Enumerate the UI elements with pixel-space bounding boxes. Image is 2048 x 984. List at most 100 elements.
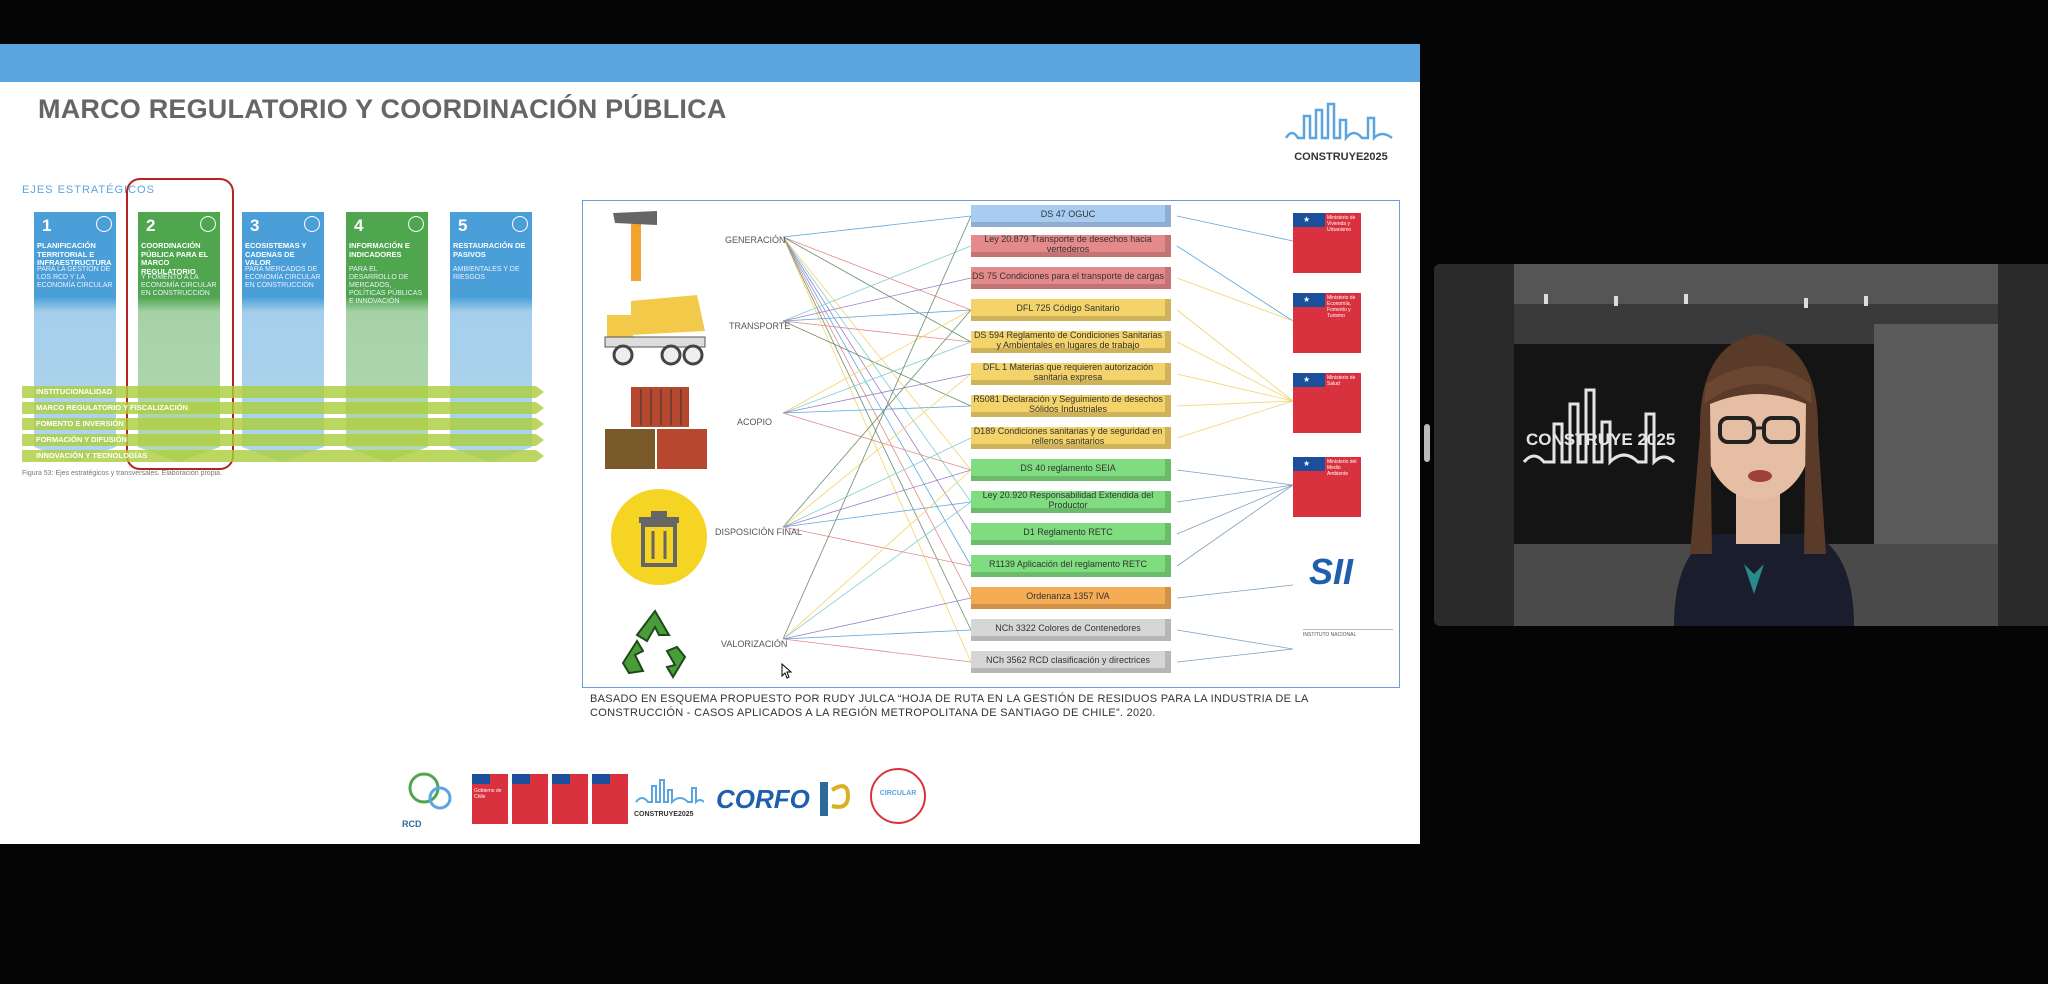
construye-logo-text: CONSTRUYE2025 <box>1294 151 1388 163</box>
pillar-description: PARA LA GESTIÓN DE LOS RCD Y LA ECONOMÍA… <box>37 266 113 289</box>
pillar-number: 4 <box>354 216 364 235</box>
transversal-band: MARCO REGULATORIO Y FISCALIZACIÓN <box>22 402 544 414</box>
recycle-icon <box>615 607 695 686</box>
institute-logo <box>814 776 854 824</box>
ministry-connection-line <box>1176 400 1294 407</box>
transversal-band: INNOVACIÓN Y TECNOLOGÍAS <box>22 450 544 462</box>
gobierno-text: Gobierno de Chile <box>474 788 502 800</box>
ministry-name: Ministerio de Vivienda y Urbanismo <box>1327 215 1356 233</box>
connection-line <box>782 236 972 311</box>
pillar-description: PARA EL DESARROLLO DE MERCADOS, POLÍTICA… <box>349 266 423 305</box>
panel-resize-handle[interactable] <box>1424 424 1430 462</box>
mouse-cursor <box>781 662 793 684</box>
connection-line <box>782 236 972 503</box>
connection-line <box>782 341 972 414</box>
regulation-box: R5081 Declaración y Seguimiento de desec… <box>971 394 1171 417</box>
connection-line <box>782 309 972 528</box>
ministry-connection-line <box>1176 309 1294 402</box>
slide-header-bar <box>0 44 1420 82</box>
connection-line <box>782 245 972 322</box>
connection-line <box>782 320 972 407</box>
pillar-icon <box>408 216 424 232</box>
construye-partner-text: CONSTRUYE2025 <box>634 811 694 818</box>
connection-line <box>782 320 972 343</box>
hammer-icon <box>607 207 663 288</box>
trash-icon <box>607 489 711 590</box>
circular-logo-text: CIRCULAR <box>879 790 917 797</box>
ministry-logo: ★Ministerio de Salud <box>1293 373 1361 433</box>
rcd-logo: RCD <box>402 770 458 829</box>
pillar-icon <box>304 216 320 232</box>
regulation-box: DFL 1 Materias que requieren autorizació… <box>971 362 1171 385</box>
container-icon <box>601 385 711 478</box>
gobierno-logos: Gobierno de Chile <box>472 774 628 824</box>
pillar-number: 1 <box>42 216 52 235</box>
connection-line <box>782 469 972 528</box>
regulation-box: DS 40 reglamento SEIA <box>971 459 1171 481</box>
connection-line <box>782 412 972 471</box>
ministry-connection-line <box>1176 648 1294 663</box>
pillar-title: COORDINACIÓN PÚBLICA PARA EL MARCO REGUL… <box>141 241 209 276</box>
regulation-box: DS 47 OGUC <box>971 205 1171 227</box>
truck-icon <box>601 293 711 372</box>
transversal-band: FOMENTO E INVERSIÓN <box>22 418 544 430</box>
pillar-title: ECOSISTEMAS Y CADENAS DE VALOR <box>245 241 307 267</box>
ejes-label: EJES ESTRATÉGICOS <box>22 184 155 196</box>
connection-line <box>782 236 972 343</box>
regulation-box: D1 Reglamento RETC <box>971 523 1171 545</box>
regulation-box: Ley 20.879 Transporte de desechos hacia … <box>971 234 1171 257</box>
figure-caption: Figura 53: Ejes estratégicos y transvers… <box>22 470 222 477</box>
connection-line <box>782 629 972 640</box>
ministry-name: Ministerio de Salud <box>1327 375 1356 387</box>
regulation-box: Ley 20.920 Responsabilidad Extendida del… <box>971 490 1171 513</box>
connection-line <box>782 437 972 528</box>
pillar-description: AMBIENTALES Y DE RIESGOS <box>453 266 520 281</box>
connection-line <box>782 638 972 663</box>
circular-logo: CIRCULAR <box>870 768 926 824</box>
slide-title: MARCO REGULATORIO Y COORDINACIÓN PÚBLICA <box>38 94 727 124</box>
connection-line <box>782 236 972 471</box>
regulation-box: NCh 3322 Colores de Contenedores <box>971 619 1171 641</box>
pillar-title: PLANIFICACIÓN TERRITORIAL E INFRAESTRUCT… <box>37 241 112 267</box>
connection-line <box>782 277 972 322</box>
ministry-connection-line <box>1176 277 1294 322</box>
connection-line <box>782 236 972 567</box>
connection-line <box>782 501 972 640</box>
ministry-logo: ★Ministerio de Vivienda y Urbanismo <box>1293 213 1361 273</box>
ministry-connection-line <box>1176 584 1294 599</box>
sii-logo: SII <box>1309 551 1354 592</box>
regulation-box: NCh 3562 RCD clasificación y directrices <box>971 651 1171 673</box>
skyline-icon <box>1284 102 1393 142</box>
construye-partner-logo: CONSTRUYE2025 <box>634 778 705 818</box>
regulation-box: DS 75 Condiciones para el transporte de … <box>971 267 1171 289</box>
ministry-connection-line <box>1176 469 1294 486</box>
pillar-number: 3 <box>250 216 260 235</box>
ministry-connection-line <box>1176 484 1294 567</box>
ministry-logo: ★Ministerio del Medio Ambiente <box>1293 457 1361 517</box>
pillar-title: INFORMACIÓN E INDICADORES <box>349 241 410 259</box>
connection-line <box>782 405 972 414</box>
participant-video[interactable]: CONSTRUYE 2025 <box>1514 264 1998 626</box>
diagram-caption: BASADO EN ESQUEMA PROPUESTO POR RUDY JUL… <box>590 693 1309 719</box>
connection-line <box>782 373 972 414</box>
connection-lines <box>782 215 1294 663</box>
connection-line <box>782 215 972 640</box>
pillar-icon <box>200 216 216 232</box>
regulation-box: DFL 725 Código Sanitario <box>971 299 1171 321</box>
transversal-band: FORMACIÓN Y DIFUSIÓN <box>22 434 544 446</box>
construye-logo: CONSTRUYE2025 <box>1282 102 1400 164</box>
pillar-2-highlight <box>126 178 234 470</box>
regulation-box: Ordenanza 1357 IVA <box>971 587 1171 609</box>
connection-line <box>782 526 972 567</box>
ministry-connection-line <box>1176 373 1294 402</box>
connection-line <box>782 236 972 599</box>
connection-line <box>782 236 972 535</box>
stage-label: TRANSPORTE <box>729 321 791 331</box>
connection-line <box>782 309 972 414</box>
regulation-box: D189 Condiciones sanitarias y de segurid… <box>971 426 1171 449</box>
connection-line <box>782 236 972 663</box>
speaker-scene <box>1514 264 1998 626</box>
pillar-icon <box>96 216 112 232</box>
stage-label: GENERACIÓN <box>725 235 786 245</box>
